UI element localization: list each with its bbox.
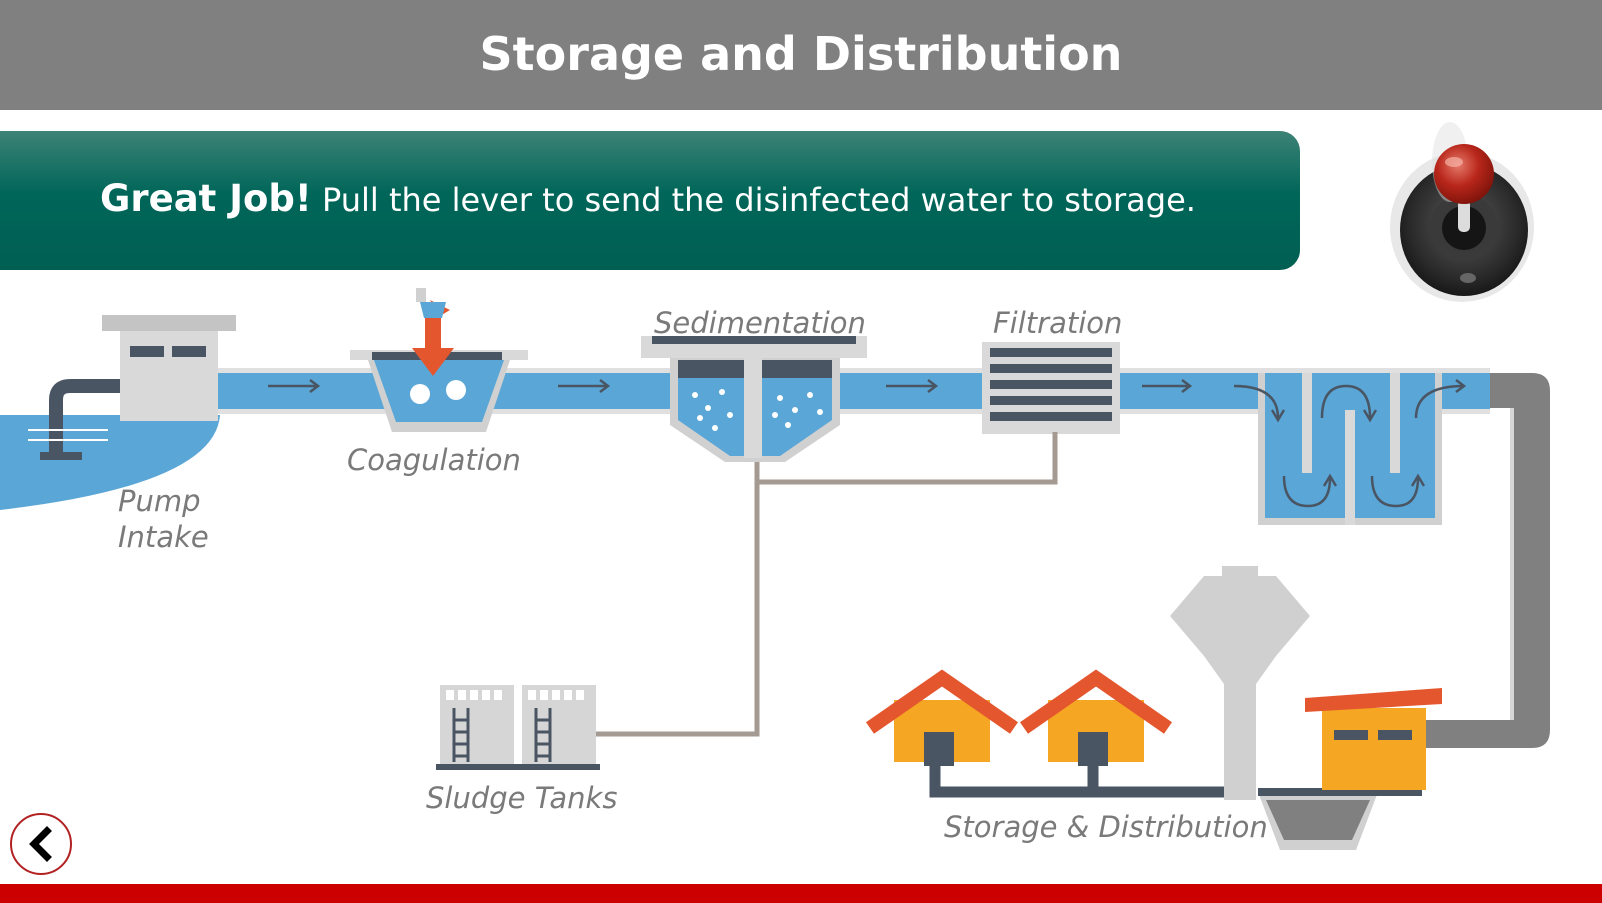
label-pump-intake: Pump Intake [118, 483, 209, 555]
lever-icon [1390, 122, 1534, 302]
label-pump-intake-line2: Intake [118, 520, 209, 554]
label-sedimentation: Sedimentation [654, 306, 866, 340]
storage-reservoir [1258, 788, 1422, 850]
treatment-process-diagram: Pump Intake Coagulation Sedimentation Fi… [0, 280, 1602, 880]
footer-bar [0, 884, 1602, 903]
instruction-text: Great Job! Pull the lever to send the di… [100, 176, 1196, 223]
back-button[interactable] [10, 813, 72, 875]
disinfection-tank [1258, 373, 1442, 525]
coagulation-tank [350, 288, 528, 432]
water-tower [1170, 566, 1310, 800]
label-pump-intake-line1: Pump [118, 484, 201, 518]
lever-button[interactable] [1384, 112, 1536, 308]
flow-arrows [268, 379, 1467, 508]
instruction-banner: Great Job! Pull the lever to send the di… [0, 131, 1300, 270]
instruction-emphasis: Great Job! [100, 177, 312, 220]
label-sludge-tanks: Sludge Tanks [426, 781, 618, 815]
house-left [866, 669, 1018, 766]
pump-intake-building [28, 315, 236, 460]
instruction-message: Pull the lever to send the disinfected w… [321, 181, 1196, 219]
label-filtration: Filtration [993, 306, 1123, 340]
chevron-left-icon [29, 826, 52, 862]
diagram-graphic [0, 288, 1550, 850]
filtration-unit [982, 342, 1120, 434]
page-title: Storage and Distribution [479, 27, 1123, 81]
house-right [1020, 669, 1172, 766]
storage-building [1305, 688, 1442, 790]
sludge-tanks [436, 685, 600, 770]
label-storage-distribution: Storage & Distribution [944, 810, 1268, 844]
sedimentation-tank [641, 336, 867, 462]
header-bar: Storage and Distribution [0, 0, 1602, 110]
label-coagulation: Coagulation [347, 443, 521, 477]
